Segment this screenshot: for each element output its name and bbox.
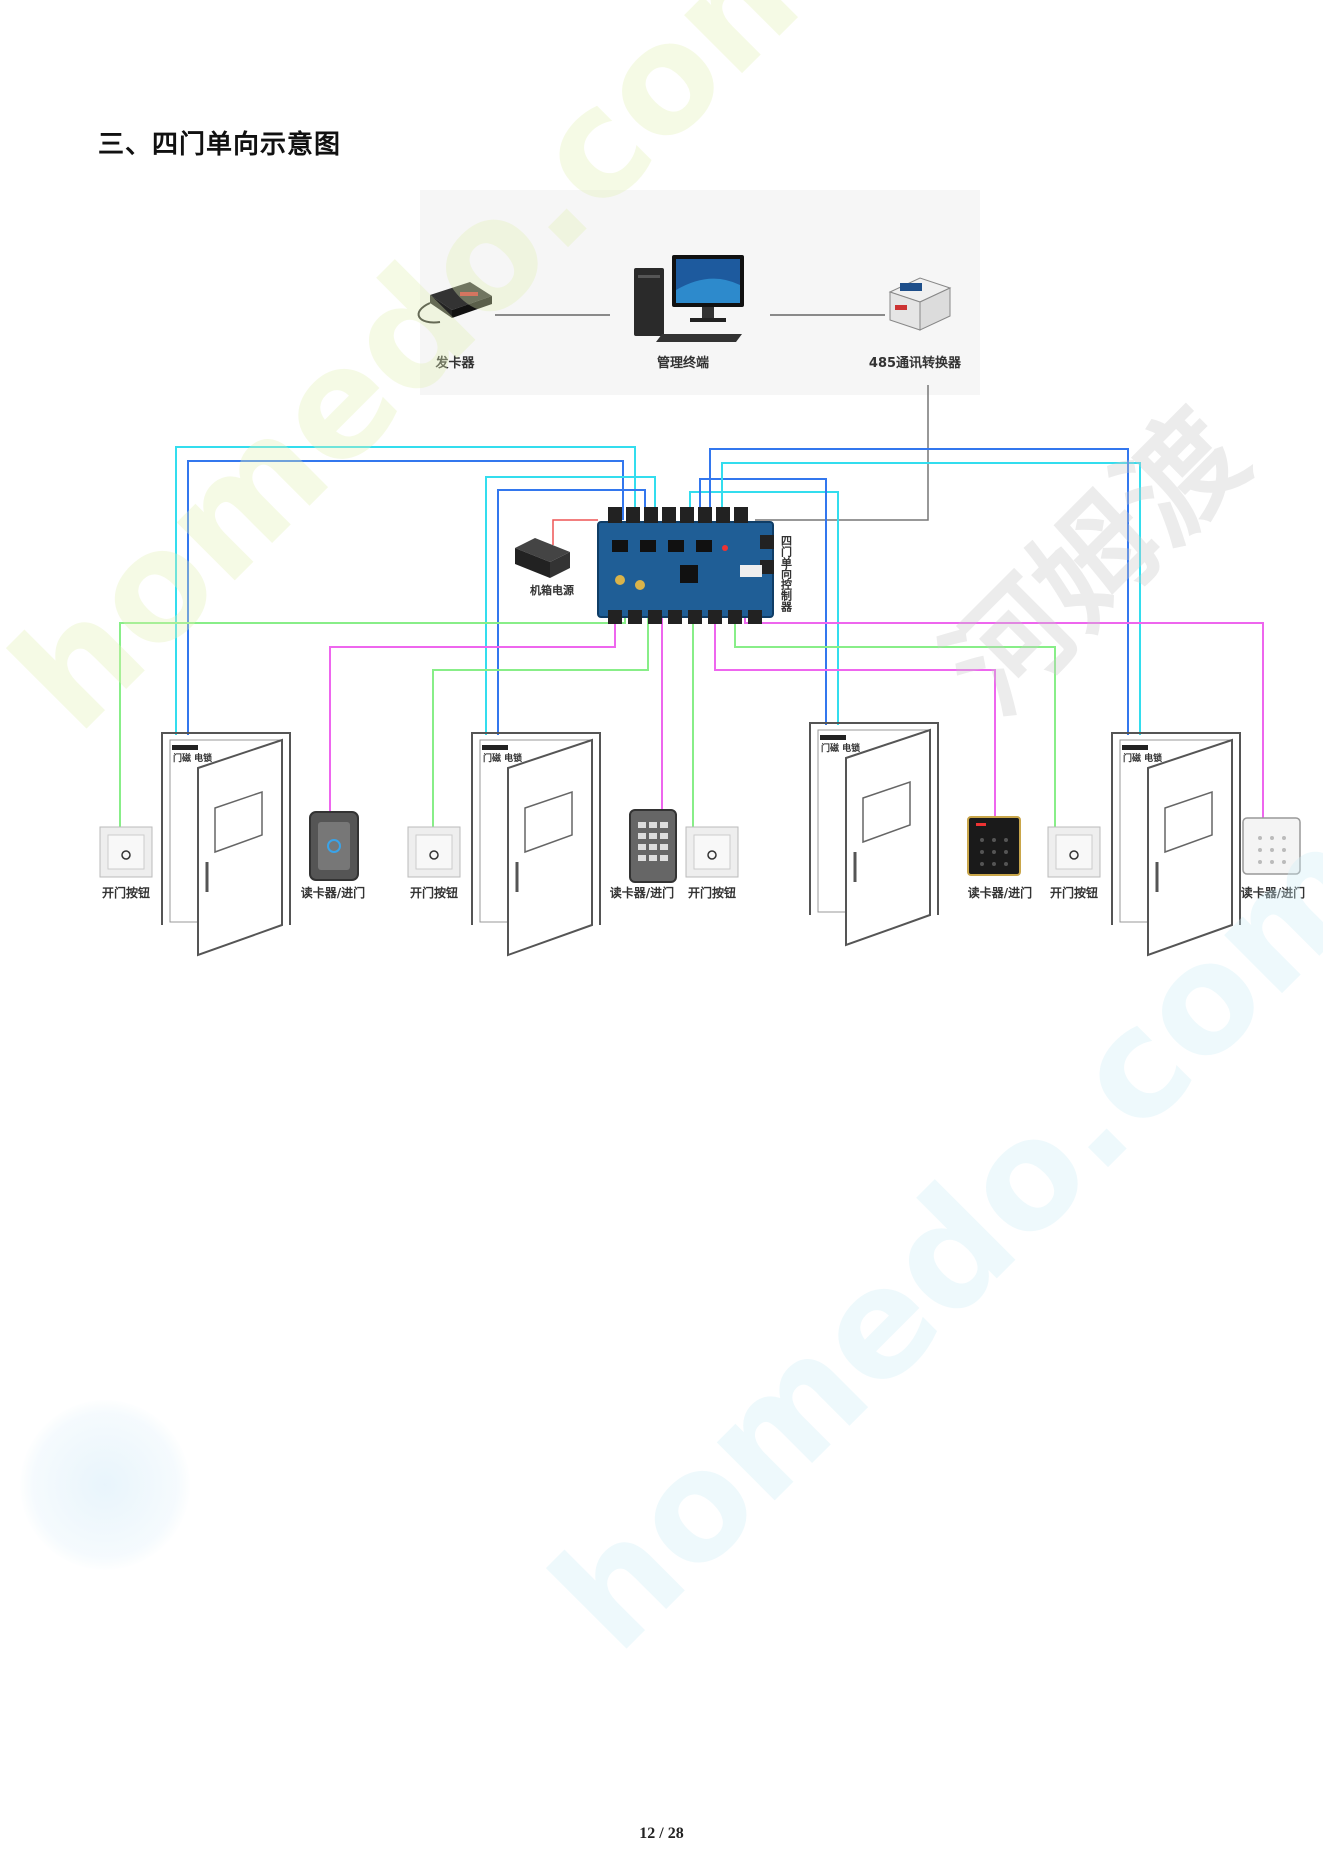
exit-button-2 — [407, 826, 461, 878]
page-number: 12 / 28 — [639, 1825, 684, 1842]
exit-button-2-label: 开门按钮 — [410, 885, 458, 900]
converter-icon — [888, 277, 952, 331]
card-reader-1 — [309, 811, 359, 881]
card-issuer-label: 发卡器 — [434, 355, 475, 371]
chassis-power-label: 机箱电源 — [530, 583, 574, 597]
exit-button-1-label: 开门按钮 — [102, 885, 150, 900]
exit-button-3 — [685, 826, 739, 878]
door-sensor-wires — [175, 446, 1141, 735]
card-reader-3-label: 读卡器/进门 — [968, 885, 1032, 900]
power-wire — [552, 519, 598, 545]
door-4-sensor-label: 门磁 电锁 — [1123, 752, 1162, 764]
door-1-sensor-label: 门磁 电锁 — [173, 752, 212, 764]
door-4: 门磁 电锁 — [1111, 732, 1241, 957]
computer-icon — [634, 255, 744, 342]
card-reader-3 — [967, 816, 1021, 876]
exit-button-4 — [1047, 826, 1101, 878]
power-supply-icon — [515, 538, 570, 578]
controller-label: 四门单向控制器 — [780, 535, 794, 613]
exit-button-1 — [99, 826, 153, 878]
watermark-flower-icon — [20, 1400, 190, 1570]
door-3-sensor-label: 门磁 电锁 — [821, 742, 860, 754]
rs485-line — [755, 385, 929, 521]
controller-board — [597, 507, 774, 624]
card-reader-4-label: 读卡器/进门 — [1241, 885, 1305, 900]
card-issuer-device — [417, 282, 492, 324]
exit-button-3-label: 开门按钮 — [688, 885, 736, 900]
section-heading: 三、四门单向示意图 — [98, 130, 342, 160]
card-reader-2-label: 读卡器/进门 — [610, 885, 674, 900]
door-2: 门磁 电锁 — [471, 732, 601, 957]
card-reader-4 — [1242, 817, 1301, 875]
card-reader-2 — [629, 809, 677, 883]
door-1: 门磁 电锁 — [161, 732, 291, 957]
management-terminal-label: 管理终端 — [657, 355, 709, 371]
door-3: 门磁 电锁 — [809, 722, 939, 947]
converter-label: 485通讯转换器 — [869, 355, 962, 371]
device-wires — [119, 600, 1264, 827]
exit-button-4-label: 开门按钮 — [1050, 885, 1098, 900]
door-2-sensor-label: 门磁 电锁 — [483, 752, 522, 764]
card-reader-1-label: 读卡器/进门 — [301, 885, 365, 900]
